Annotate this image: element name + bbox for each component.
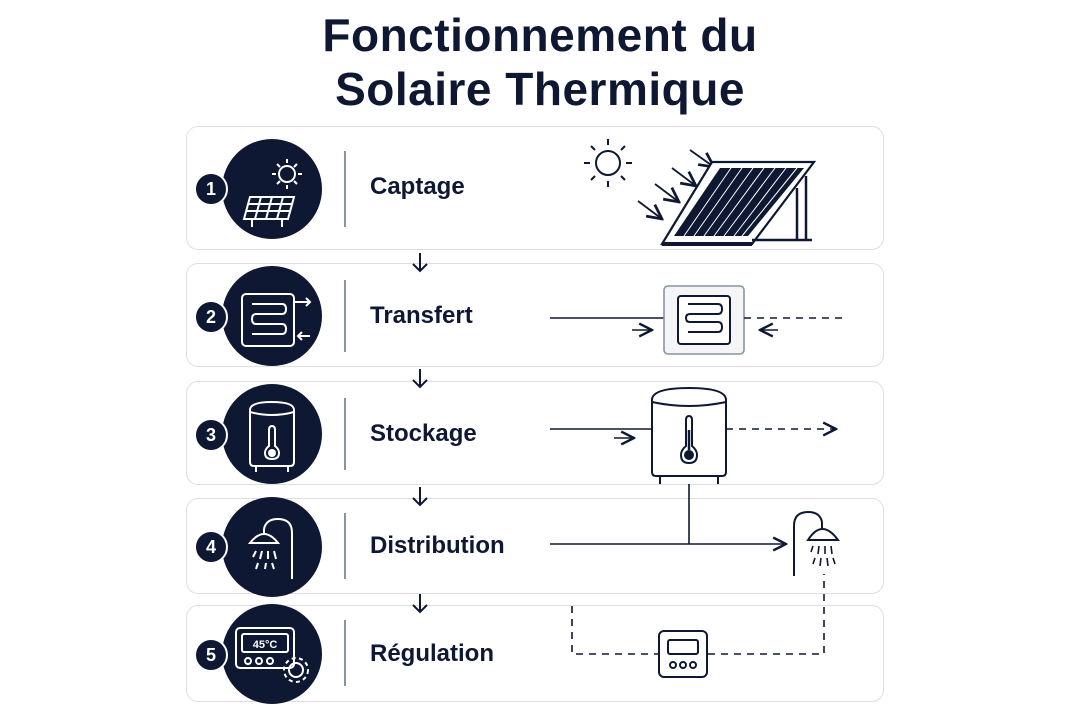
title-line-2: Solaire Thermique xyxy=(335,63,745,115)
arrow-down-icon xyxy=(412,253,428,273)
arrow-down-icon xyxy=(412,369,428,389)
divider xyxy=(344,513,346,579)
step-card-regulation: 45°C 5 Régulation xyxy=(186,604,884,704)
step-card-transfert: 2 Transfert xyxy=(186,263,884,367)
step-number-badge: 4 xyxy=(194,530,228,564)
thermostat-display-text: 45°C xyxy=(253,639,278,651)
step-label-stockage: Stockage xyxy=(370,420,477,447)
step-number-badge: 1 xyxy=(194,172,228,206)
solar-panel-sun-icon xyxy=(242,159,302,227)
divider xyxy=(344,620,346,686)
step-icon-circle xyxy=(222,384,322,484)
step-label-regulation: Régulation xyxy=(370,640,494,667)
divider xyxy=(344,398,346,470)
divider xyxy=(344,151,346,227)
step-card-captage: 1 Captage xyxy=(186,126,884,250)
step-card-stockage: 3 Stockage xyxy=(186,381,884,485)
divider xyxy=(344,280,346,352)
step-label-captage: Captage xyxy=(370,173,465,200)
arrow-down-icon xyxy=(412,487,428,507)
step-label-distribution: Distribution xyxy=(370,532,505,559)
title-line-1: Fonctionnement du xyxy=(322,9,758,61)
step-icon-circle xyxy=(222,139,322,239)
step-card-distribution: 4 Distribution xyxy=(186,497,884,597)
heat-exchanger-icon xyxy=(241,293,312,347)
page-title: Fonctionnement du Solaire Thermique xyxy=(0,8,1080,116)
step-number-badge: 2 xyxy=(194,300,228,334)
arrow-down-icon xyxy=(412,594,428,614)
step-icon-circle: 45°C xyxy=(222,604,322,704)
thermostat-controller-icon: 45°C xyxy=(235,627,309,683)
step-label-transfert: Transfert xyxy=(370,302,473,329)
step-number-badge: 3 xyxy=(194,418,228,452)
step-icon-circle xyxy=(222,497,322,597)
step-number-badge: 5 xyxy=(194,638,228,672)
storage-tank-thermometer-icon xyxy=(249,400,295,472)
step-icon-circle xyxy=(222,266,322,366)
shower-icon xyxy=(247,517,293,579)
